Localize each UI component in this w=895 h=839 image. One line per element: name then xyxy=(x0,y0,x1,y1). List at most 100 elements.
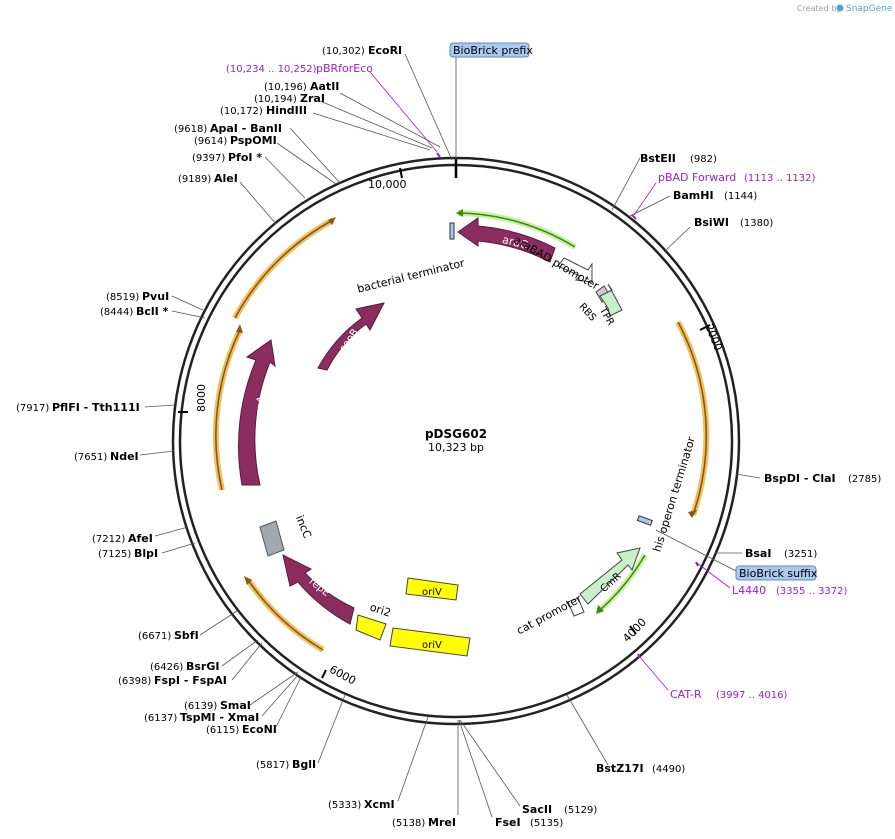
biobrick-prefix-box xyxy=(449,42,530,58)
enzyme-name: BglI xyxy=(292,758,316,771)
primer-L4440-mark xyxy=(695,561,699,567)
enzyme-name: BsiWI xyxy=(694,216,729,229)
enzyme-pos: (10,196) xyxy=(264,82,307,93)
snapgene-logo-icon xyxy=(836,4,844,12)
primer-pBADforward-mark xyxy=(631,214,637,220)
enzyme-pos: (7651) xyxy=(74,452,107,463)
enzyme-pos: (4490) xyxy=(652,764,685,775)
primer-range: (1113 .. 1132) xyxy=(744,173,816,184)
biobrick-prefix-label: BioBrick prefix xyxy=(453,44,533,57)
biobrick-suffix-box xyxy=(735,565,817,581)
tick-2000: 2000 xyxy=(702,322,725,353)
enzyme-pos: (5817) xyxy=(256,760,289,771)
enzyme-name: ApaI - BanII xyxy=(210,122,282,135)
enzyme-name: EcoRI xyxy=(368,44,402,57)
feature-sopA xyxy=(238,339,276,486)
orf-arrow-icon xyxy=(236,324,243,333)
green-arrow-icon xyxy=(596,605,604,614)
enzyme-pos: (10,172) xyxy=(220,106,263,117)
primer-leader-lines xyxy=(369,71,731,691)
plasmid-length: 10,323 bp xyxy=(428,441,484,454)
enzyme-pos: (6398) xyxy=(118,676,151,687)
feature-repE xyxy=(282,554,355,625)
feature-CmR xyxy=(579,547,641,605)
enzyme-pos: (8519) xyxy=(106,292,139,303)
credit-prefix: Created by xyxy=(797,4,841,13)
tick-mark xyxy=(399,167,403,179)
feature-label-ori2: ori2 xyxy=(368,601,392,620)
enzyme-name: FspI - FspAI xyxy=(154,674,227,687)
enzyme-pos: (9189) xyxy=(178,174,211,185)
tick-6000: 6000 xyxy=(327,663,358,688)
enzyme-pos: (7917) xyxy=(16,403,49,414)
enzyme-pos: (5333) xyxy=(328,800,361,811)
enzyme-name: BsaI xyxy=(745,547,771,560)
feature-cat-promoter xyxy=(567,597,585,617)
primer-name: pBAD Forward xyxy=(658,171,736,184)
orf-arrow-icon xyxy=(244,576,252,585)
enzyme-pos: (7125) xyxy=(98,549,131,560)
enzyme-name: SmaI xyxy=(220,699,251,712)
primer-pBRforEco-mark xyxy=(436,152,441,158)
tick-10000: 10,000 xyxy=(368,178,407,191)
feature-oriV-1 xyxy=(405,577,459,601)
feature-his-terminator xyxy=(636,515,653,526)
enzyme-name: EcoNI xyxy=(242,723,277,736)
orf-arrow-icon xyxy=(328,217,336,225)
enzyme-pos: (9397) xyxy=(192,153,225,164)
enzyme-name: AfeI xyxy=(128,532,153,545)
green-arc-bottom-line xyxy=(599,554,646,611)
enzyme-name: PspOMI xyxy=(230,134,277,147)
feature-oriV-2 xyxy=(389,627,471,657)
feature-ori2 xyxy=(355,614,387,641)
primer-name: pBRforEco xyxy=(316,62,373,75)
enzyme-pos: (6139) xyxy=(184,701,217,712)
enzyme-pos: (1144) xyxy=(724,191,757,202)
enzyme-pos: (982) xyxy=(690,154,717,165)
enzyme-pos: (5129) xyxy=(564,805,597,816)
enzyme-pos: (9618) xyxy=(174,124,207,135)
feature-incC xyxy=(259,520,285,557)
enzyme-name: BlpI xyxy=(134,547,158,560)
green-arrow-icon xyxy=(456,209,463,217)
feature-label-bacterial-terminator: bacterial terminator xyxy=(356,256,467,295)
feature-araBAD-promoter xyxy=(557,257,593,283)
feature-TPR xyxy=(599,283,623,317)
enzyme-name: HindIII xyxy=(266,104,307,117)
feature-bacterial-terminator xyxy=(449,222,455,240)
primer-range: (10,234 .. 10,252) xyxy=(226,64,317,75)
tick-mark xyxy=(629,625,637,635)
primer-range: (3997 .. 4016) xyxy=(716,690,788,701)
enzyme-pos: (6671) xyxy=(138,631,171,642)
enzyme-name: SacII xyxy=(522,803,552,816)
enzyme-pos: (7212) xyxy=(92,534,125,545)
enzyme-pos: (6137) xyxy=(144,713,177,724)
enzyme-pos: (2785) xyxy=(848,474,881,485)
enzyme-name: BspDI - ClaI xyxy=(764,472,836,485)
enzyme-pos: (1380) xyxy=(740,218,773,229)
primer-name: L4440 xyxy=(732,584,766,597)
orf-arc-lines xyxy=(215,219,708,651)
leader-lines xyxy=(139,53,761,818)
enzyme-pos: (9614) xyxy=(194,136,227,147)
enzyme-name: XcmI xyxy=(364,798,395,811)
feature-label-his-terminator: his operon terminator xyxy=(651,435,699,554)
feature-label-incC: incC xyxy=(293,513,314,540)
tick-4000: 4000 xyxy=(620,616,649,645)
enzyme-name: BstZ17I xyxy=(596,762,644,775)
tick-mark xyxy=(321,669,327,679)
feature-label-RBS: RBS xyxy=(576,301,598,323)
enzyme-name: ZraI xyxy=(300,92,325,105)
enzyme-pos: (3251) xyxy=(784,549,817,560)
enzyme-pos: (6426) xyxy=(150,662,183,673)
enzyme-pos: (8444) xyxy=(100,307,133,318)
feature-label-oriV-2: oriV xyxy=(422,640,442,651)
enzyme-pos: (10,302) xyxy=(322,46,365,57)
enzyme-name: BclI * xyxy=(136,305,169,318)
biobrick-suffix-label: BioBrick suffix xyxy=(739,567,818,580)
enzyme-name: PfoI * xyxy=(228,151,262,164)
feature-araC xyxy=(457,217,556,263)
tick-mark xyxy=(699,324,711,331)
feature-sopB xyxy=(317,302,385,371)
enzyme-pos: (6115) xyxy=(206,725,239,736)
